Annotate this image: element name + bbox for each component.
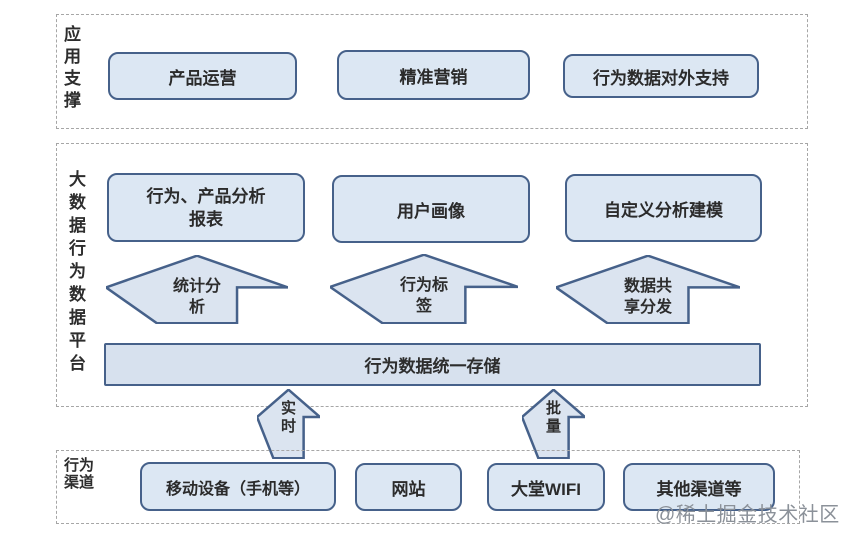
capability-arrow-behavior-tags: 行为标签: [330, 254, 518, 324]
up-block-arrow-icon: [556, 255, 740, 324]
capability-arrow-data-sharing-distribution: 数据共享分发: [556, 255, 740, 324]
section-label-app-support: 应用支撑: [64, 25, 81, 110]
node-mobile-devices: 移动设备（手机等）: [140, 462, 336, 511]
node-lobby-wifi: 大堂WIFI: [487, 463, 605, 511]
capability-arrow-label: 行为标签: [399, 277, 448, 315]
watermark: @稀土掘金技术社区: [655, 504, 840, 526]
node-label: 行为、产品分析报表: [146, 186, 266, 229]
ingest-arrow-batch: 批量: [522, 389, 585, 459]
section-label-channels: 行为渠道: [64, 457, 95, 491]
section-app-support: [56, 14, 808, 129]
capability-arrow-statistical-analysis: 统计分析: [106, 255, 288, 324]
node-behavior-product-analysis-report: 行为、产品分析报表: [107, 173, 305, 242]
node-user-profile: 用户画像: [332, 175, 530, 243]
up-block-arrow-icon: [257, 389, 320, 459]
section-label-platform: 大数据行为数据平台: [69, 170, 86, 373]
node-custom-analysis-modeling: 自定义分析建模: [565, 174, 762, 242]
up-block-arrow-icon: [330, 254, 518, 324]
node-other-channels: 其他渠道等: [623, 463, 775, 511]
node-precision-marketing: 精准营销: [337, 50, 530, 100]
capability-arrow-label: 统计分析: [172, 277, 221, 316]
ingest-arrow-realtime: 实时: [257, 389, 320, 459]
capability-arrow-label: 数据共享分发: [623, 277, 672, 316]
up-block-arrow-icon: [106, 255, 288, 324]
node-behavior-data-external-support: 行为数据对外支持: [563, 54, 759, 98]
node-unified-behavior-data-storage: 行为数据统一存储: [104, 343, 761, 386]
node-website: 网站: [355, 463, 462, 511]
node-product-operation: 产品运营: [108, 52, 297, 100]
section-platform: [56, 143, 808, 407]
section-channels: [56, 450, 800, 524]
ingest-arrow-label: 批量: [545, 400, 561, 436]
ingest-arrow-label: 实时: [280, 400, 296, 436]
up-block-arrow-icon: [522, 389, 585, 459]
